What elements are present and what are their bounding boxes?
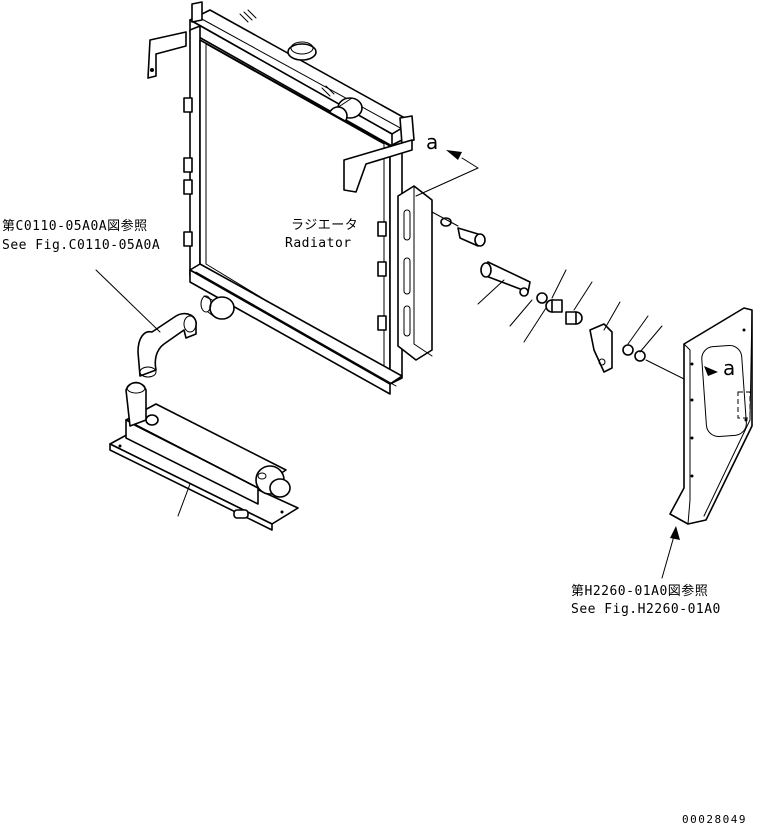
hose — [137, 312, 197, 378]
fasteners — [431, 211, 691, 383]
drawing-number: 00028049 — [682, 813, 747, 826]
fig-h2260-ref-jp: 第H2260-01A0図参照 — [571, 584, 709, 599]
radiator-label-en: Radiator — [285, 236, 352, 251]
fig-c0110-ref-jp: 第C0110-05A0A図参照 — [2, 219, 148, 234]
fig-c0110-ref-en: See Fig.C0110-05A0A — [2, 238, 161, 253]
side-plate — [397, 185, 433, 361]
view-ref-a-bracket: a — [723, 356, 736, 380]
view-ref-a-top: a — [426, 130, 439, 154]
leaders — [95, 150, 718, 579]
right-bracket — [669, 307, 753, 525]
radiator — [147, 1, 415, 395]
fig-h2260-ref-en: See Fig.H2260-01A0 — [571, 602, 721, 617]
cooler — [109, 381, 299, 531]
radiator-label-jp: ラジエータ — [291, 218, 359, 233]
